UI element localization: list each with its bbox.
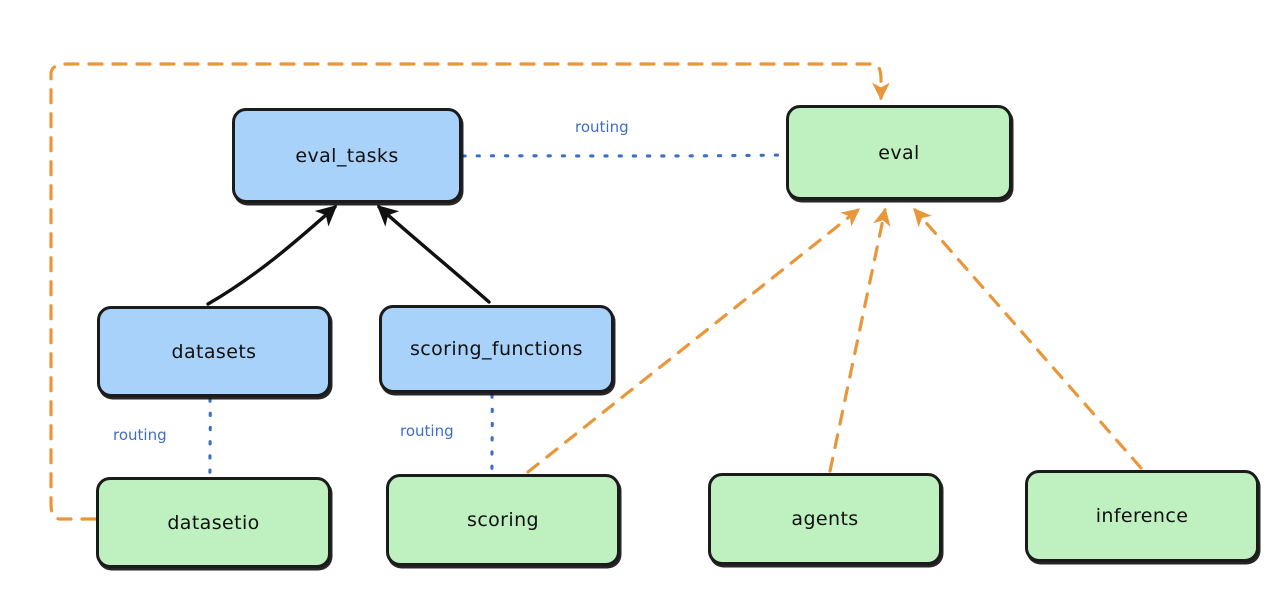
node-label-datasetio: datasetio [167, 511, 260, 534]
edge-scoring-functions-to-eval-tasks [376, 205, 491, 304]
edge-label-routing-middle: routing [400, 422, 454, 440]
node-eval[interactable]: eval [786, 105, 1012, 200]
node-label-scoring: scoring [467, 509, 539, 531]
edge-label-routing-top: routing [575, 118, 629, 136]
node-label-eval-tasks: eval_tasks [295, 144, 399, 167]
node-datasets[interactable]: datasets [97, 306, 331, 397]
edge-inference-to-eval [913, 208, 1143, 470]
edge-datasetio-to-eval [49, 62, 890, 521]
edge-eval-tasks-to-eval [461, 153, 787, 158]
edge-label-routing-left: routing [113, 426, 167, 444]
edge-agents-to-eval [828, 207, 891, 473]
node-eval-tasks[interactable]: eval_tasks [232, 108, 462, 203]
node-scoring-functions[interactable]: scoring_functions [379, 305, 614, 393]
node-label-datasets: datasets [171, 340, 257, 363]
node-label-eval: eval [878, 141, 920, 164]
node-label-inference: inference [1095, 505, 1189, 527]
node-scoring[interactable]: scoring [386, 474, 620, 566]
edge-datasets-to-eval-tasks [206, 205, 338, 306]
node-datasetio[interactable]: datasetio [96, 477, 331, 568]
node-label-agents: agents [791, 508, 859, 530]
node-label-scoring-functions: scoring_functions [410, 338, 583, 360]
node-inference[interactable]: inference [1025, 470, 1259, 562]
node-agents[interactable]: agents [708, 473, 942, 565]
